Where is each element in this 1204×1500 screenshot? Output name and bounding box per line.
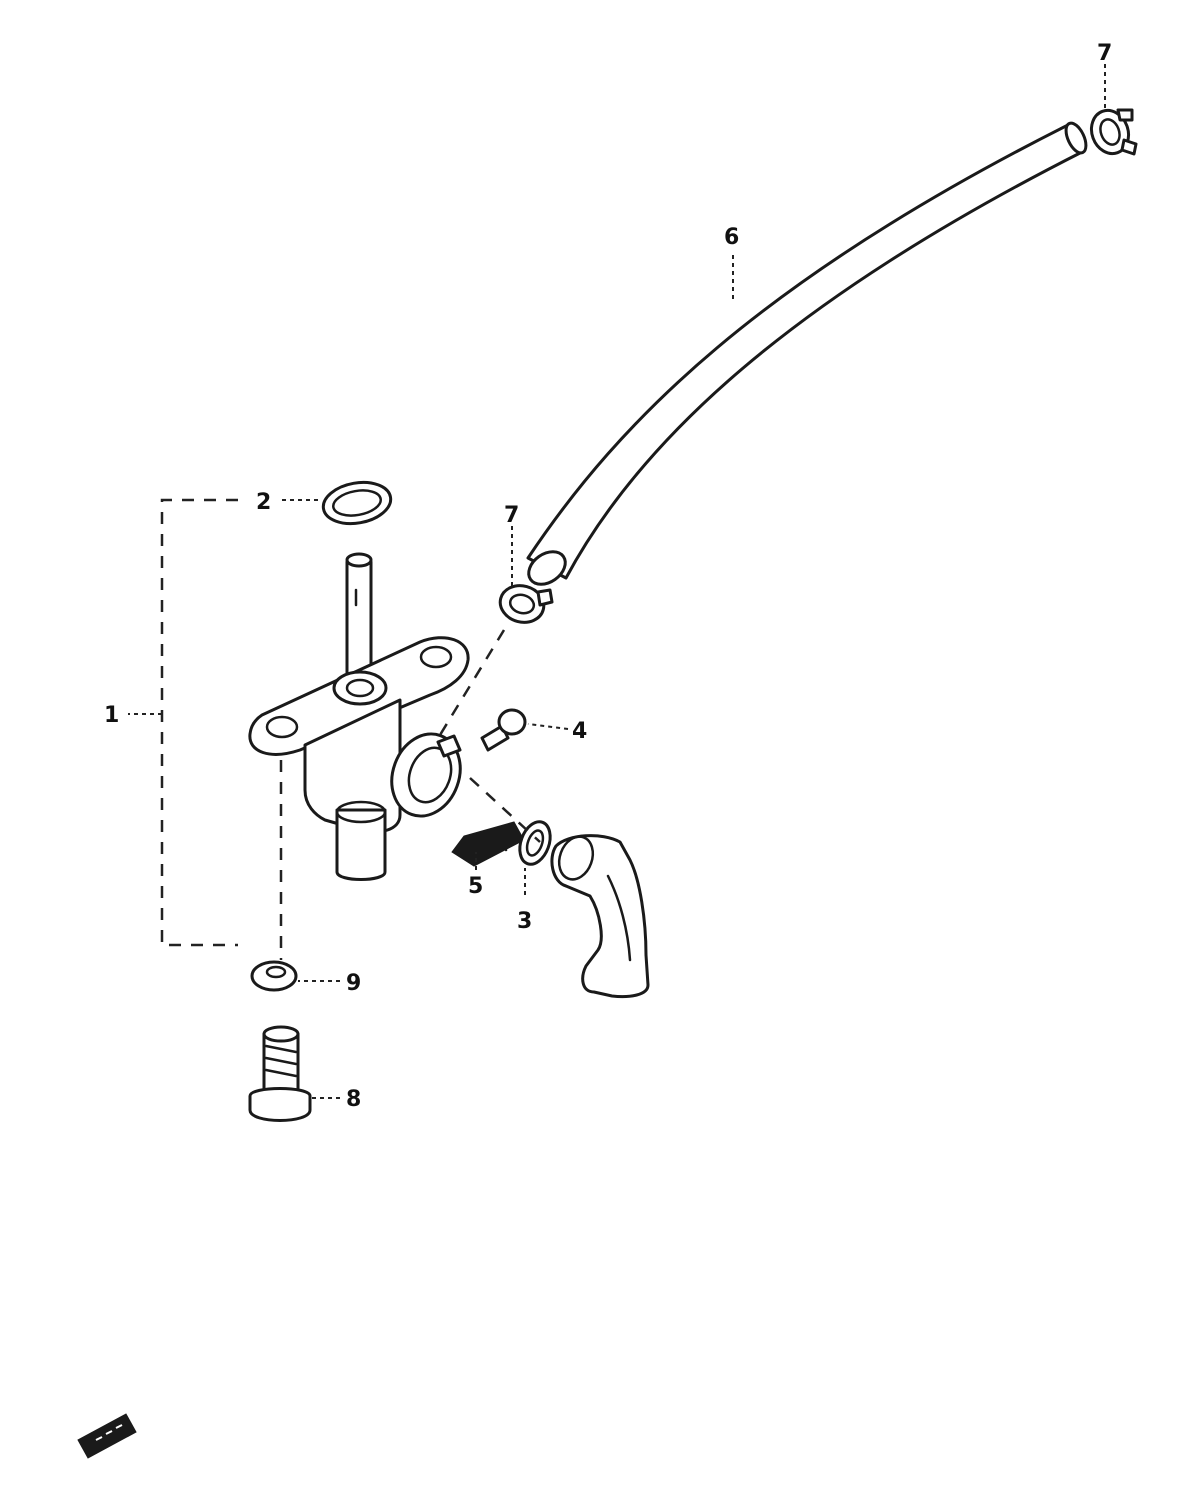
callout-2: 2 (256, 490, 271, 515)
valve-spring (451, 821, 525, 867)
callout-4: 4 (572, 719, 587, 744)
callout-5: 5 (468, 874, 483, 899)
gasket (518, 820, 552, 866)
washer (250, 960, 298, 992)
bolt (248, 1025, 312, 1122)
o-ring (321, 480, 393, 526)
fuel-hose (526, 121, 1088, 586)
callout-8: 8 (346, 1087, 361, 1112)
hose-clamp-lower (498, 584, 554, 624)
assembly-bracket (128, 498, 238, 947)
hose-clamp-upper (1089, 108, 1138, 156)
callout-7-lower: 7 (504, 503, 519, 528)
leader-4 (527, 723, 569, 730)
callout-3: 3 (517, 909, 532, 934)
callout-6: 6 (724, 225, 739, 250)
screw (480, 708, 527, 752)
callout-1: 1 (104, 703, 119, 728)
fuel-cock-body (248, 552, 470, 881)
callout-7-upper: 7 (1097, 41, 1112, 66)
valve-lever (550, 834, 650, 999)
valve-to-lever-line (469, 777, 541, 843)
corner-emblem-icon (77, 1413, 137, 1459)
callout-9: 9 (346, 971, 361, 996)
